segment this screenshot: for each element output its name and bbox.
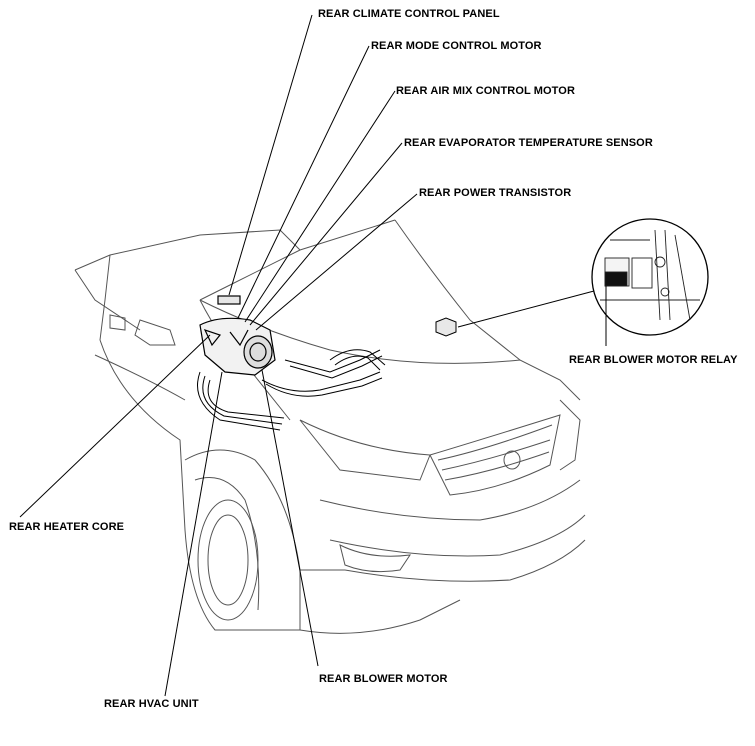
hvac-assembly	[199, 295, 276, 376]
leader-line-air-mix-motor	[244, 90, 396, 323]
label-rear-blower-motor: REAR BLOWER MOTOR	[319, 673, 448, 685]
label-rear-air-mix-control-motor: REAR AIR MIX CONTROL MOTOR	[396, 85, 576, 97]
vehicle-outline	[74, 219, 586, 634]
relay-inset	[591, 218, 709, 336]
label-rear-evaporator-temperature-sensor: REAR EVAPORATOR TEMPERATURE SENSOR	[404, 137, 653, 149]
leader-line-relay	[457, 290, 595, 328]
label-rear-power-transistor: REAR POWER TRANSISTOR	[419, 187, 572, 199]
label-rear-climate-control-panel: REAR CLIMATE CONTROL PANEL	[318, 8, 500, 20]
leader-line-hvac-unit	[164, 371, 223, 697]
label-rear-hvac-unit: REAR HVAC UNIT	[104, 698, 199, 710]
leader-line-climate-panel	[228, 14, 313, 296]
leader-lines	[19, 14, 607, 697]
leader-line-evap-sensor	[249, 142, 403, 326]
leader-line-power-transistor	[255, 193, 418, 331]
refrigerant-pipes	[197, 349, 386, 431]
relay-component	[435, 317, 457, 337]
leader-line-blower-motor	[261, 369, 319, 667]
label-rear-heater-core: REAR HEATER CORE	[9, 521, 125, 533]
leader-line-heater-core	[19, 334, 211, 518]
label-rear-mode-control-motor: REAR MODE CONTROL MOTOR	[371, 40, 542, 52]
label-rear-blower-motor-relay: REAR BLOWER MOTOR RELAY	[569, 354, 738, 366]
leader-line-mode-motor	[237, 45, 370, 319]
